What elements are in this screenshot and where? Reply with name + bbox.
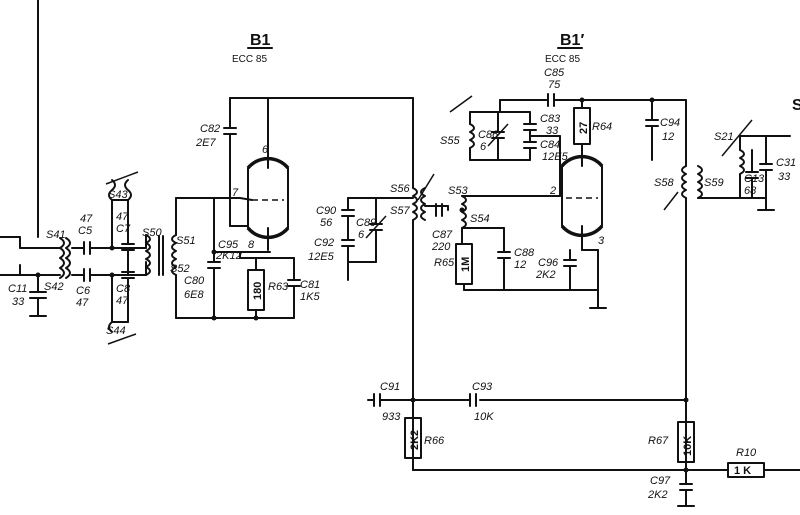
c90-value: 56 (320, 217, 333, 229)
s41-label: S41 (46, 229, 66, 241)
c94-value: 12 (662, 131, 674, 143)
s53-label: S53 (448, 185, 468, 197)
s44-label: S44 (106, 325, 126, 337)
c86-label: C86 (478, 129, 499, 141)
c7-value: 47 (116, 211, 129, 223)
input-section: C11 33 S41 S42 47 C5 C6 47 (0, 0, 147, 317)
r66-label: R66 (424, 435, 445, 447)
c80-value: 6E8 (184, 289, 204, 301)
c82-value: 2E7 (195, 137, 216, 149)
b1prime-pin2: 2 (549, 185, 556, 197)
c85-label: C85 (544, 67, 565, 79)
c6-value: 47 (76, 297, 89, 309)
s43-label: S43 (108, 189, 128, 201)
tube-b1prime-stage: S53 S54 C87 220 1M R65 C88 12 2 3 (431, 67, 724, 471)
c86-value: 6 (480, 141, 487, 153)
c80-label: C80 (184, 275, 205, 287)
s50-label: S50 (142, 227, 162, 239)
s54-label: S54 (470, 213, 490, 225)
c97-label: C97 (650, 475, 671, 487)
r10-label: R10 (736, 447, 757, 459)
c91-label: C91 (380, 381, 400, 393)
c97-value: 2K2 (647, 489, 668, 501)
r64-value: 27 (578, 122, 590, 134)
c11-value: 33 (12, 296, 25, 308)
c6-label: C6 (76, 285, 91, 297)
c83-value: 33 (546, 125, 559, 137)
c84-value: 12E5 (542, 151, 569, 163)
b1-pin6: 6 (262, 144, 269, 156)
s57-label: S57 (390, 205, 410, 217)
c81-label: C81 (300, 279, 320, 291)
r63-value: 180 (252, 282, 264, 300)
b1prime-pin3: 3 (598, 235, 605, 247)
r65-value: 1M (460, 257, 472, 272)
c5-value: 47 (80, 213, 93, 225)
c31-label: C31 (776, 157, 796, 169)
c96-label: C96 (538, 257, 559, 269)
tube-b1prime-type: ECC 85 (545, 54, 580, 65)
c87-label: C87 (432, 229, 453, 241)
supply-network: C91 933 C93 10K 2K2 R66 10K R67 1 K R10 … (367, 381, 800, 507)
s56-label: S56 (390, 183, 410, 195)
output-tank: S21 C13 68 C31 33 S (697, 97, 800, 211)
s59-label: S59 (704, 177, 724, 189)
s-partial-label: S (792, 97, 800, 114)
c83-label: C83 (540, 113, 561, 125)
b1-pin7: 7 (232, 187, 239, 199)
s52-label: S52 (170, 263, 190, 275)
c94-label: C94 (660, 117, 680, 129)
b1-pin8: 8 (248, 239, 255, 251)
r67-value: 10K (682, 436, 694, 456)
c5-label: C5 (78, 225, 93, 237)
tube-b1-type: ECC 85 (232, 54, 267, 65)
s42-label: S42 (44, 281, 64, 293)
tube-b1-name: B1 (250, 32, 271, 49)
s58-label: S58 (654, 177, 674, 189)
s51-label: S51 (176, 235, 196, 247)
r10-value: 1 K (734, 465, 751, 477)
r67-label: R67 (648, 435, 669, 447)
c91-value: 933 (382, 411, 401, 423)
interstage-tuning: S56 S57 C90 56 C89 6 C92 12E5 (308, 97, 449, 471)
c82-label: C82 (200, 123, 220, 135)
band-filter: S43 47 C7 C8 47 S44 (105, 171, 139, 345)
c13-value: 68 (744, 185, 757, 197)
tube-b1-stage: C82 2E7 6 7 8 C95 2K12 C80 6E8 180 R63 (184, 97, 414, 321)
c8-value: 47 (116, 295, 129, 307)
c31-value: 33 (778, 171, 791, 183)
c90-label: C90 (316, 205, 337, 217)
s55-label: S55 (440, 135, 460, 147)
r63-label: R63 (268, 281, 289, 293)
c89-value: 6 (358, 229, 365, 241)
c11-label: C11 (8, 283, 27, 295)
r64-label: R64 (592, 121, 612, 133)
r66-value: 2K2 (409, 430, 421, 450)
c93-value: 10K (474, 411, 494, 423)
c95-label: C95 (218, 239, 239, 251)
c87-value: 220 (431, 241, 451, 253)
c95-value: 2K12 (215, 250, 242, 262)
c13-label: C13 (744, 173, 765, 185)
c89-label: C89 (356, 217, 376, 229)
tube-b1prime-name: B1′ (560, 32, 584, 49)
c93-label: C93 (472, 381, 493, 393)
c92-label: C92 (314, 237, 334, 249)
c8-label: C8 (116, 283, 131, 295)
c88-label: C88 (514, 247, 535, 259)
c92-value: 12E5 (308, 251, 335, 263)
c88-value: 12 (514, 259, 526, 271)
c96-value: 2K2 (535, 269, 556, 281)
c81-value: 1K5 (300, 291, 320, 303)
c85-value: 75 (548, 79, 561, 91)
s21-label: S21 (714, 131, 734, 143)
r65-label: R65 (434, 257, 455, 269)
c84-label: C84 (540, 139, 560, 151)
